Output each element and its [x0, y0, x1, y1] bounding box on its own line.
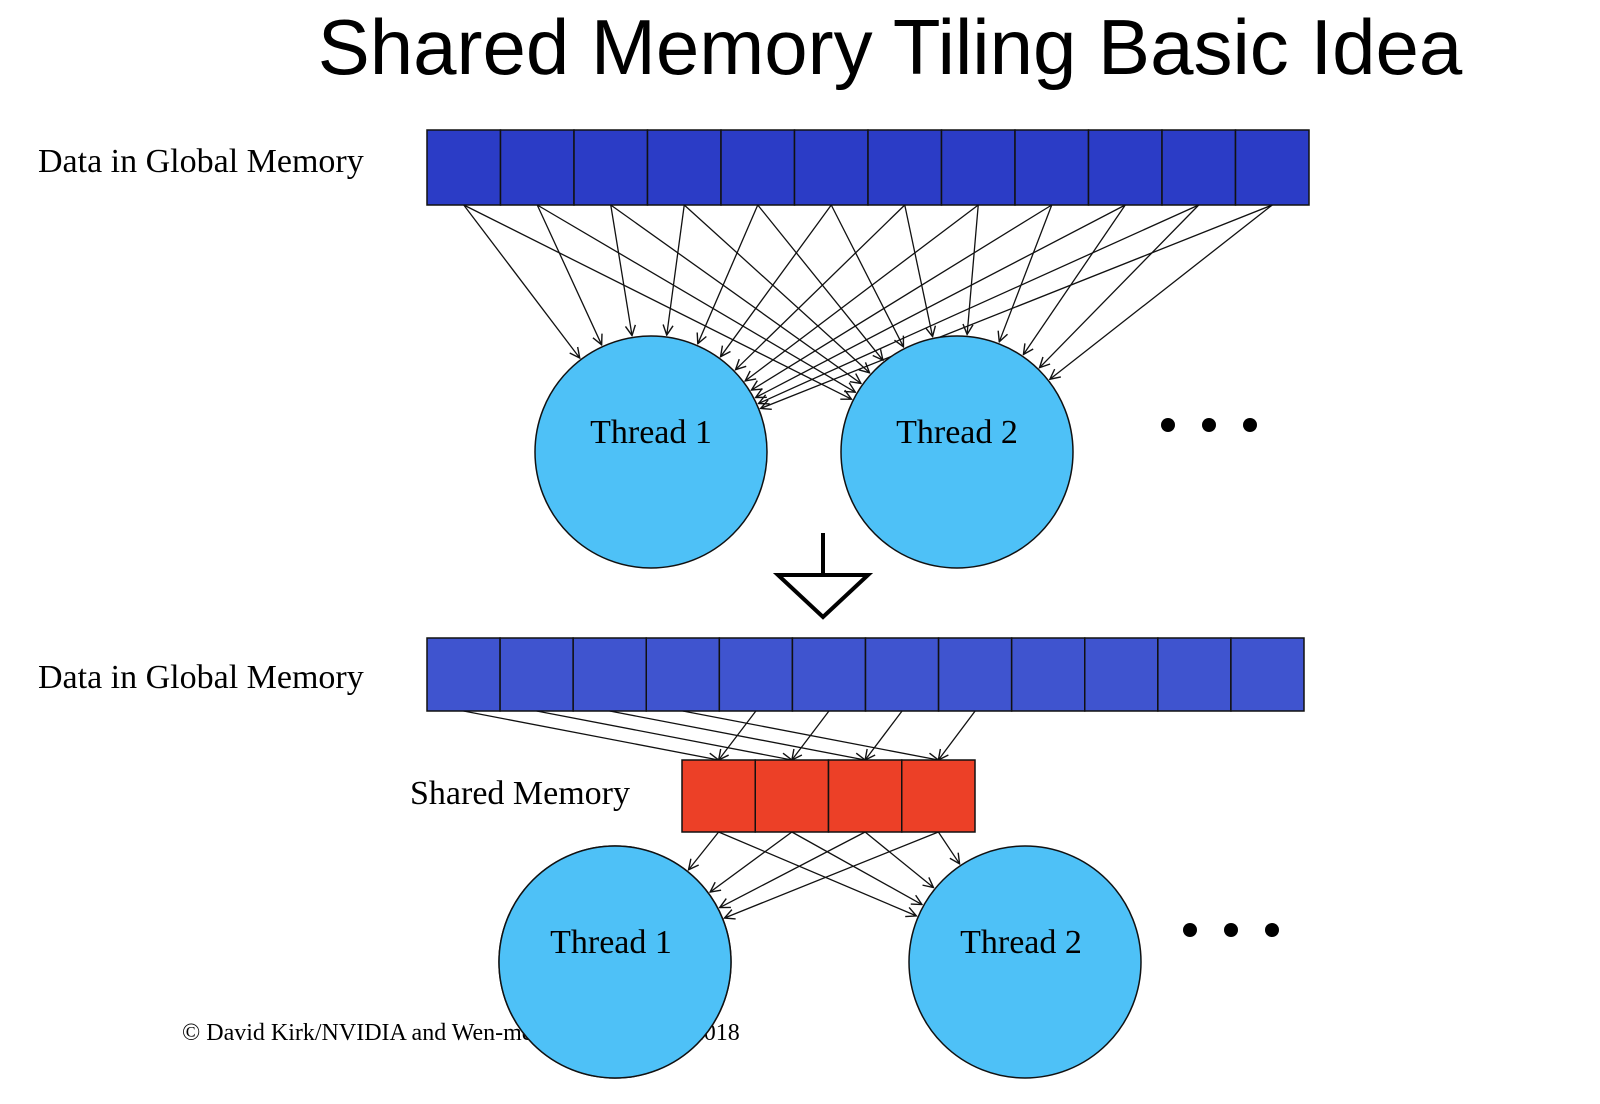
arrow	[792, 710, 830, 760]
arrow	[683, 204, 869, 373]
arrow	[667, 204, 685, 335]
transform-arrow-icon	[772, 533, 874, 620]
shared-memory-array	[681, 759, 976, 833]
arrow	[759, 204, 1200, 403]
arrow	[745, 204, 979, 381]
arrow	[610, 204, 632, 336]
arrow	[698, 204, 759, 344]
arrow	[536, 204, 855, 392]
global-memory-bottom-cell	[718, 637, 794, 712]
global-memory-bottom-cell	[1010, 637, 1086, 712]
arrow	[757, 204, 883, 360]
ellipsis-dots-bottom	[1183, 923, 1279, 937]
arrow	[904, 204, 933, 337]
global-memory-top-cell	[940, 129, 1016, 206]
global-memory-bottom-cell	[572, 637, 648, 712]
global-memory-bottom-cell	[937, 637, 1013, 712]
arrow	[718, 831, 917, 916]
arrow	[610, 204, 861, 383]
arrow	[864, 831, 933, 888]
global-memory-bottom-cell	[1084, 637, 1159, 712]
global-memory-top-cell	[793, 129, 869, 206]
global-memory-array-top	[426, 129, 1310, 206]
shared-memory-cell	[681, 759, 756, 833]
global-memory-bottom-cell	[1157, 637, 1232, 712]
global-memory-bottom-cell	[645, 637, 721, 712]
arrow	[830, 204, 903, 347]
global-memory-bottom-cell	[864, 637, 940, 712]
arrow	[1040, 204, 1200, 368]
global-memory-bottom-cell	[791, 637, 867, 712]
arrow	[721, 204, 832, 357]
thread-2-label-top: Thread 2	[896, 414, 1018, 451]
global-memory-top-cell	[1014, 129, 1090, 206]
arrow	[1023, 204, 1126, 354]
arrow	[689, 831, 720, 870]
shared-to-thread-arrows	[689, 831, 960, 918]
global-memory-top-cell	[646, 129, 722, 206]
arrow	[937, 831, 959, 864]
shared-memory-cell	[754, 759, 830, 833]
arrow	[967, 204, 979, 334]
shared-memory-cell	[827, 759, 903, 833]
arrow	[736, 204, 906, 370]
thread-2-label-bottom: Thread 2	[960, 924, 1082, 961]
arrow	[463, 710, 719, 760]
global-memory-top-cell	[426, 129, 502, 206]
arrow	[463, 204, 852, 399]
global-memory-top-cell	[1161, 129, 1237, 206]
global-memory-top-cell	[867, 129, 943, 206]
arrow	[865, 710, 903, 760]
arrow	[536, 710, 792, 760]
thread-1-label-bottom-overlay: Thread 1	[550, 924, 672, 961]
global-memory-top-cell	[499, 129, 575, 206]
slide-title: Shared Memory Tiling Basic Idea	[317, 3, 1463, 91]
global-to-shared-arrows	[463, 710, 976, 760]
global-memory-label-top: Data in Global Memory	[38, 143, 364, 180]
global-memory-bottom-cell	[1230, 637, 1305, 712]
arrow	[756, 204, 1126, 397]
arrow	[761, 204, 1273, 408]
global-memory-top-cell	[1234, 129, 1310, 206]
global-memory-label-bottom: Data in Global Memory	[38, 659, 364, 696]
arrow	[720, 831, 866, 908]
arrow	[1050, 204, 1273, 379]
arrow	[710, 831, 793, 892]
arrow	[751, 204, 1053, 390]
arrow	[791, 831, 922, 905]
shared-memory-label: Shared Memory	[410, 775, 630, 812]
thread-1-label-top: Thread 1	[590, 414, 712, 451]
arrow	[999, 204, 1053, 342]
global-memory-bottom-cell	[499, 637, 574, 712]
thread-2-circle-bottom	[908, 845, 1142, 1079]
arrow	[724, 831, 939, 918]
thread-2-circle-top	[840, 335, 1074, 569]
global-memory-top-cell	[1087, 129, 1163, 206]
thread-1-circle-bottom-overlay	[498, 845, 732, 1079]
arrow	[719, 710, 757, 760]
arrow	[536, 204, 601, 345]
global-memory-top-cell	[720, 129, 796, 206]
shared-memory-cell	[901, 759, 976, 833]
global-to-thread-arrows	[463, 204, 1273, 408]
global-memory-array-bottom	[426, 637, 1305, 712]
thread-1-circle-top	[534, 335, 768, 569]
global-memory-top-cell	[573, 129, 649, 206]
ellipsis-dots-top	[1161, 418, 1257, 432]
global-memory-bottom-cell	[426, 637, 501, 712]
arrow	[938, 710, 976, 760]
arrow	[463, 204, 580, 358]
